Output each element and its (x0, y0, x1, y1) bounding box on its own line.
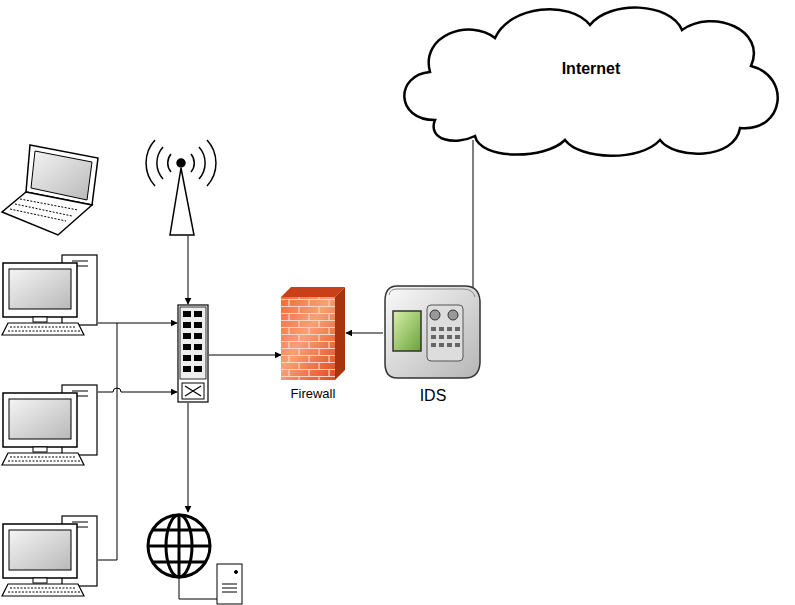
switch-port (194, 311, 202, 317)
firewall-node: Firewall (279, 285, 347, 403)
network-link (473, 140, 474, 299)
cloud-node: Internet (395, 0, 787, 160)
firewall-shape (279, 285, 347, 382)
web-server (148, 515, 242, 604)
wireless-antenna (146, 140, 216, 235)
laptop-icon (2, 145, 98, 235)
desktop-pc (2, 255, 97, 335)
switch-port (183, 311, 191, 317)
switch-port (194, 344, 202, 350)
ids-shape (383, 283, 483, 381)
network-switch (178, 305, 208, 402)
ids-node: IDS (383, 283, 483, 408)
switch-port (194, 366, 202, 372)
network-link (346, 333, 383, 334)
cloud-shape (395, 0, 787, 160)
switch-port (183, 322, 191, 328)
switch-port (194, 355, 202, 361)
switch-port (183, 344, 191, 350)
node-label: Firewall (277, 386, 349, 401)
lan-wires (98, 236, 281, 560)
desktop-pc (2, 385, 97, 465)
node-label: Internet (393, 60, 789, 78)
switch-port (183, 366, 191, 372)
node-label: IDS (381, 387, 485, 405)
switch-port (194, 333, 202, 339)
switch-port (194, 322, 202, 328)
desktop-pc (2, 516, 97, 596)
switch-port (183, 333, 191, 339)
switch-port (183, 355, 191, 361)
